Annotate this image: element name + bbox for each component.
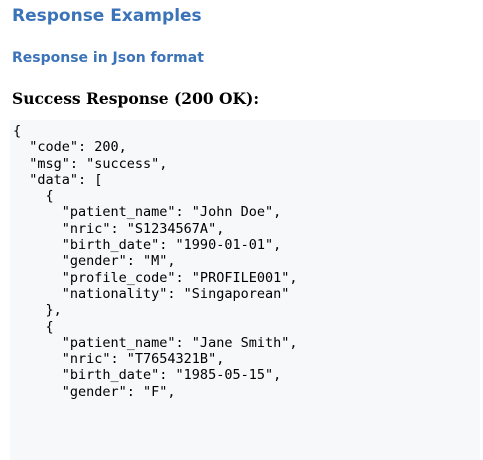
success-response-title: Success Response (200 OK):	[12, 89, 260, 108]
section-title: Response Examples	[12, 6, 202, 26]
json-code-text: { "code": 200, "msg": "success", "data":…	[13, 123, 298, 400]
format-subtitle: Response in Json format	[12, 50, 204, 66]
json-code-block: { "code": 200, "msg": "success", "data":…	[10, 120, 480, 460]
